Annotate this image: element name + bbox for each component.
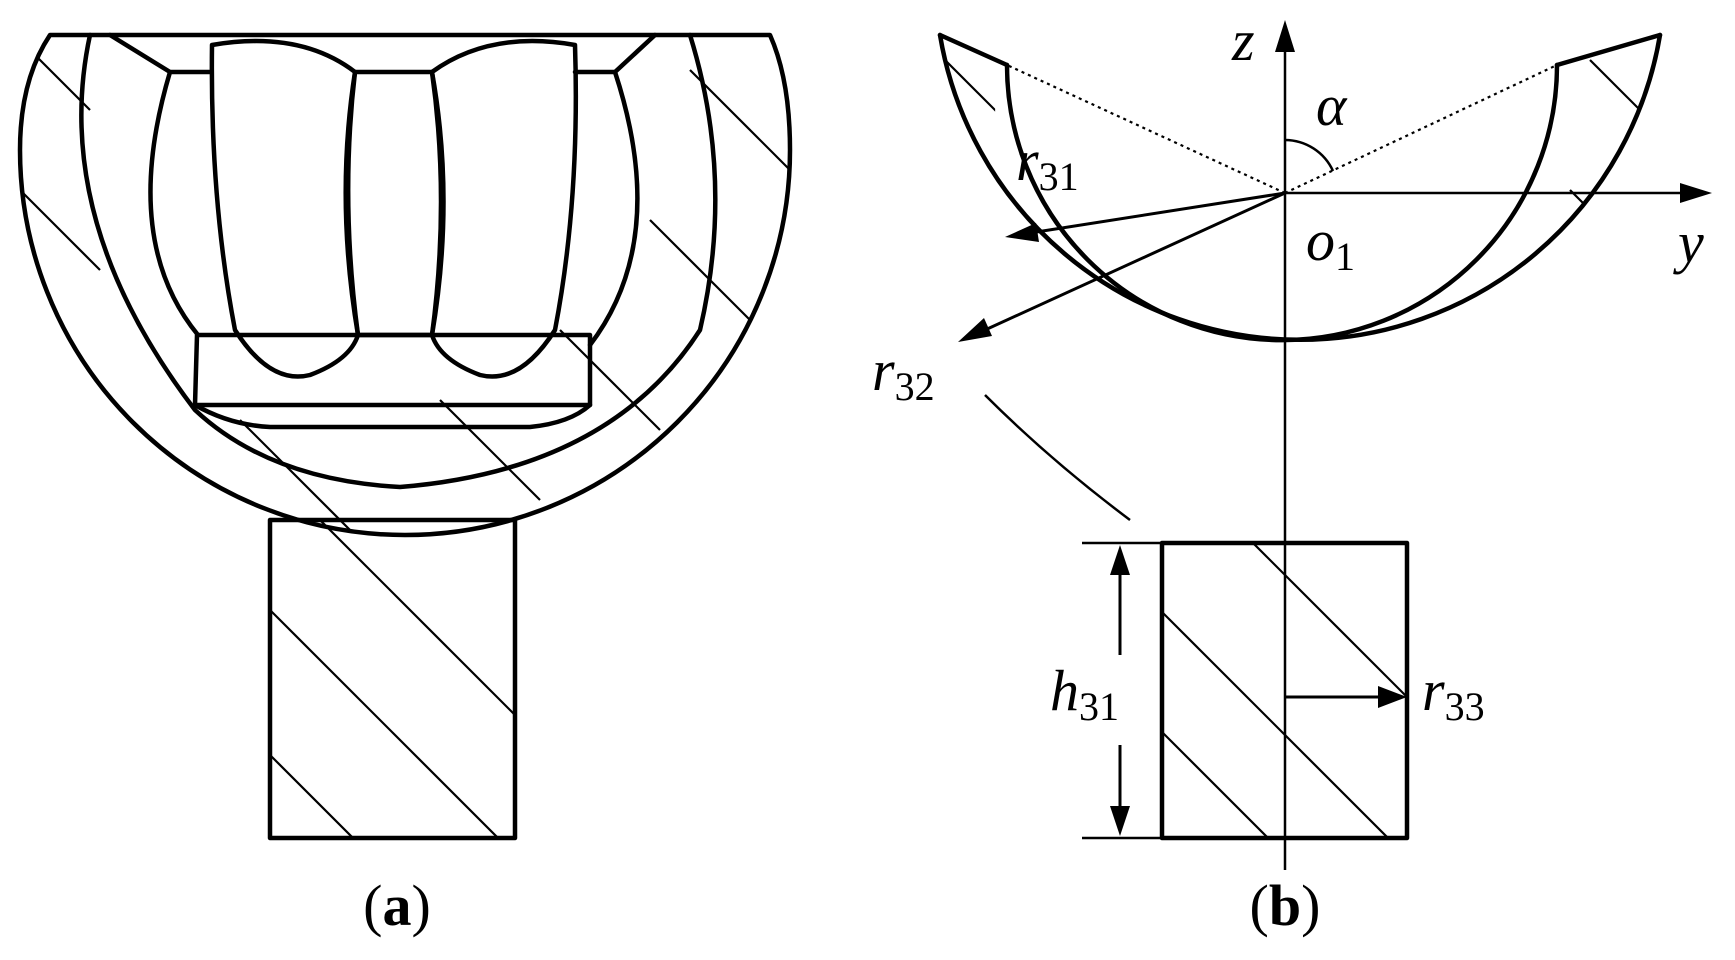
panel-b-ring-inner (1004, 62, 1560, 343)
panel-a-shell-hatching (20, 49, 790, 535)
h31-arrowhead-top (1110, 545, 1130, 575)
panel-a-stem (267, 517, 518, 841)
opening-line-left (1006, 64, 1286, 194)
r33-label: r33 (1422, 658, 1485, 729)
panel-a-right-tooth (429, 38, 579, 379)
panel-a-center-tooth (343, 69, 446, 338)
panel-b-inner-contact-arc (984, 394, 1131, 521)
z-axis-arrowhead (1275, 20, 1295, 52)
panel-a-top-chamfers (107, 32, 658, 75)
panel-a-shell-inner-boundary (79, 32, 718, 490)
panel-b: z y α o1 r31 r32 r33 h31 (b) (872, 8, 1712, 938)
alpha-angle-arc (1284, 138, 1335, 172)
panel-a-base-plate (192, 332, 593, 408)
panel-a-caption: (a) (363, 873, 431, 938)
r33-arrowhead (1378, 686, 1407, 708)
panel-a-stem-hatching (270, 520, 515, 838)
panel-b-caption: (b) (1250, 873, 1321, 938)
r32-arrowhead (958, 318, 992, 342)
o1-label: o1 (1306, 208, 1355, 279)
r32-radius-line (984, 191, 1286, 332)
panel-b-stem-hatching (1162, 543, 1407, 838)
panel-a: (a) (17, 32, 793, 938)
panel-a-left-tooth (209, 38, 361, 379)
r31-label: r31 (1016, 128, 1079, 199)
panel-a-base-plate-shadow (192, 402, 593, 430)
h31-arrowhead-bottom (1110, 806, 1130, 836)
panel-a-ring-inner-wall (148, 69, 640, 348)
opening-line-right (1284, 64, 1558, 194)
alpha-label: α (1316, 73, 1348, 138)
r31-arrowhead (1005, 223, 1039, 242)
panel-a-outer-shell (17, 32, 793, 538)
r32-label: r32 (872, 338, 935, 409)
r31-radius-line (1029, 191, 1286, 235)
h31-label: h31 (1050, 658, 1119, 729)
y-axis-arrowhead (1680, 183, 1712, 203)
z-axis-label: z (1231, 8, 1255, 73)
y-axis-label: y (1673, 210, 1704, 275)
panel-b-ring-ends (937, 32, 1663, 68)
